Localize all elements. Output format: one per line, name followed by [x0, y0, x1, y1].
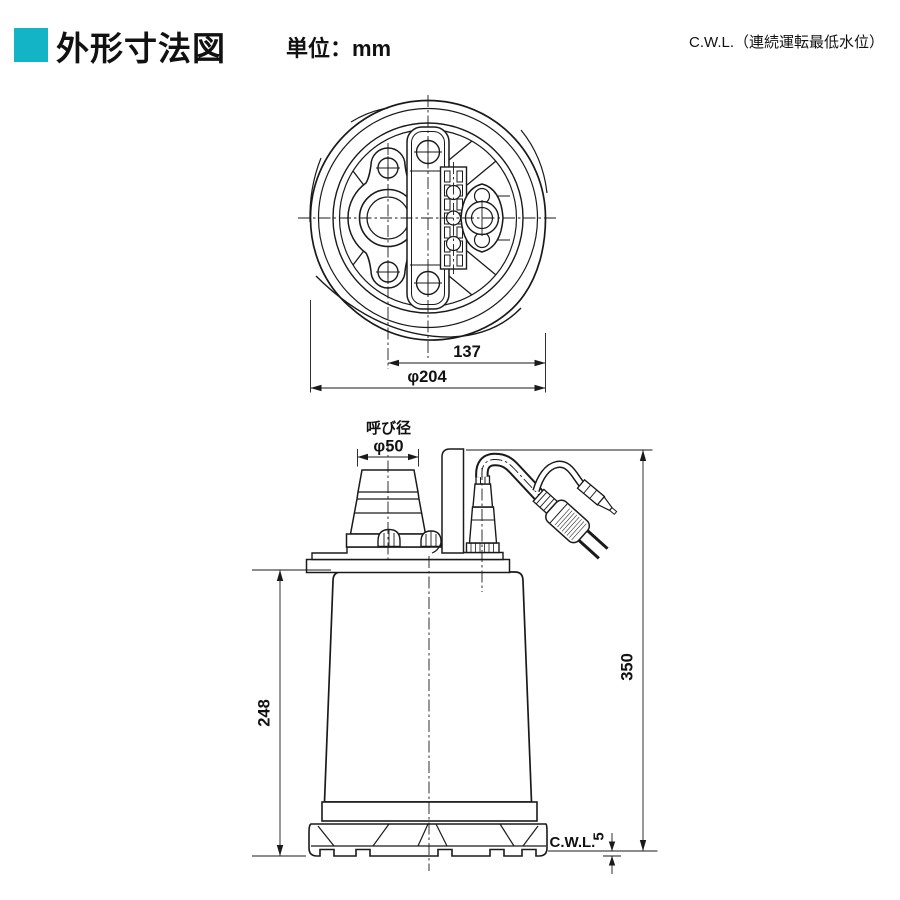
cwl-note: C.W.L.（連続運転最低水位） [688, 34, 884, 51]
pump-front-view-drawing: 呼び径 φ50 248 350 [252, 419, 658, 874]
dim-350-label: 350 [619, 653, 637, 681]
dim-248-label: 248 [256, 699, 274, 727]
cwl-marker: C.W.L. 5 [548, 832, 658, 874]
cover-flange [305, 558, 511, 574]
body-lower-band [321, 801, 538, 822]
port-caption: 呼び径 [366, 419, 411, 437]
dim-50-label: φ50 [373, 438, 403, 456]
cable-gland [465, 475, 500, 554]
carry-handle [431, 448, 465, 554]
strainer-base [308, 823, 548, 857]
pump-top-view-drawing: 137 φ204 [298, 95, 558, 393]
cable-gland-boss [460, 183, 510, 253]
earth-terminal [576, 478, 618, 516]
unit-label: 単位：mm [286, 36, 392, 61]
cap-nuts [377, 528, 442, 548]
cwl-line-label: C.W.L. [550, 834, 596, 851]
power-cable [475, 452, 555, 512]
earth-lead [532, 460, 586, 493]
dim-137-label: 137 [453, 343, 481, 361]
dim-204: φ204 [310, 300, 546, 393]
dim-248: 248 [252, 569, 331, 857]
pump-body [323, 571, 533, 803]
power-plug [532, 488, 609, 560]
page-title: 外形寸法図 [56, 30, 226, 67]
dim-350: 350 [466, 449, 653, 851]
dim-5-label: 5 [591, 832, 608, 840]
volute-edge-curve [315, 275, 522, 338]
dim-50: 呼び径 φ50 [357, 419, 419, 467]
accent-square [14, 28, 48, 62]
dim-204-label: φ204 [407, 368, 447, 386]
dim-137: 137 [388, 333, 546, 393]
